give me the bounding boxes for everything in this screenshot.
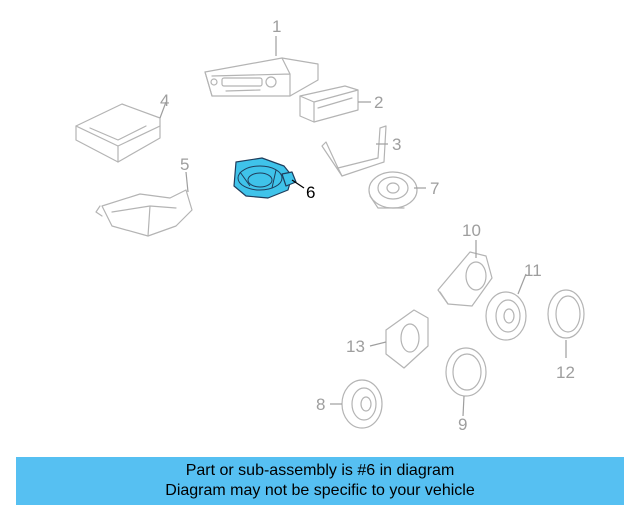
callout-2: 2	[374, 93, 383, 112]
callout-3: 3	[392, 135, 401, 154]
leader-13	[369, 341, 387, 347]
part-11-speaker[interactable]	[485, 291, 527, 341]
part-10-speaker-mount[interactable]	[437, 251, 493, 307]
part-6-speaker[interactable]	[233, 157, 297, 199]
callout-10: 10	[462, 221, 481, 240]
part-3-bracket[interactable]	[321, 125, 387, 177]
callout-7: 7	[430, 179, 439, 198]
part-12-grille[interactable]	[547, 289, 585, 339]
banner-line-disclaimer: Diagram may not be specific to your vehi…	[165, 482, 475, 499]
leader-4	[159, 101, 167, 119]
leader-9	[462, 395, 465, 417]
part-13-speaker-bracket[interactable]	[385, 309, 429, 369]
callout-9: 9	[458, 415, 467, 434]
part-9-ring[interactable]	[445, 347, 487, 397]
part-2-module[interactable]	[299, 85, 359, 123]
callout-4: 4	[160, 91, 169, 110]
callout-8: 8	[316, 395, 325, 414]
leader-6	[291, 179, 305, 189]
leader-5	[185, 171, 189, 193]
part-1-radio-unit[interactable]	[204, 57, 319, 97]
part-8-speaker[interactable]	[341, 379, 383, 429]
callout-13: 13	[346, 337, 365, 356]
banner-line-part: Part or sub-assembly is #6 in diagram	[185, 462, 455, 479]
leader-11	[517, 273, 527, 295]
callout-6: 6	[306, 183, 315, 202]
info-banner: Part or sub-assembly is #6 in diagram Di…	[16, 457, 624, 505]
part-7-speaker[interactable]	[368, 171, 418, 209]
callout-5: 5	[180, 155, 189, 174]
callout-12: 12	[556, 363, 575, 382]
part-4-amplifier[interactable]	[75, 103, 161, 163]
callout-1: 1	[272, 17, 281, 36]
callout-11: 11	[524, 261, 542, 280]
part-5-tray[interactable]	[95, 189, 193, 237]
